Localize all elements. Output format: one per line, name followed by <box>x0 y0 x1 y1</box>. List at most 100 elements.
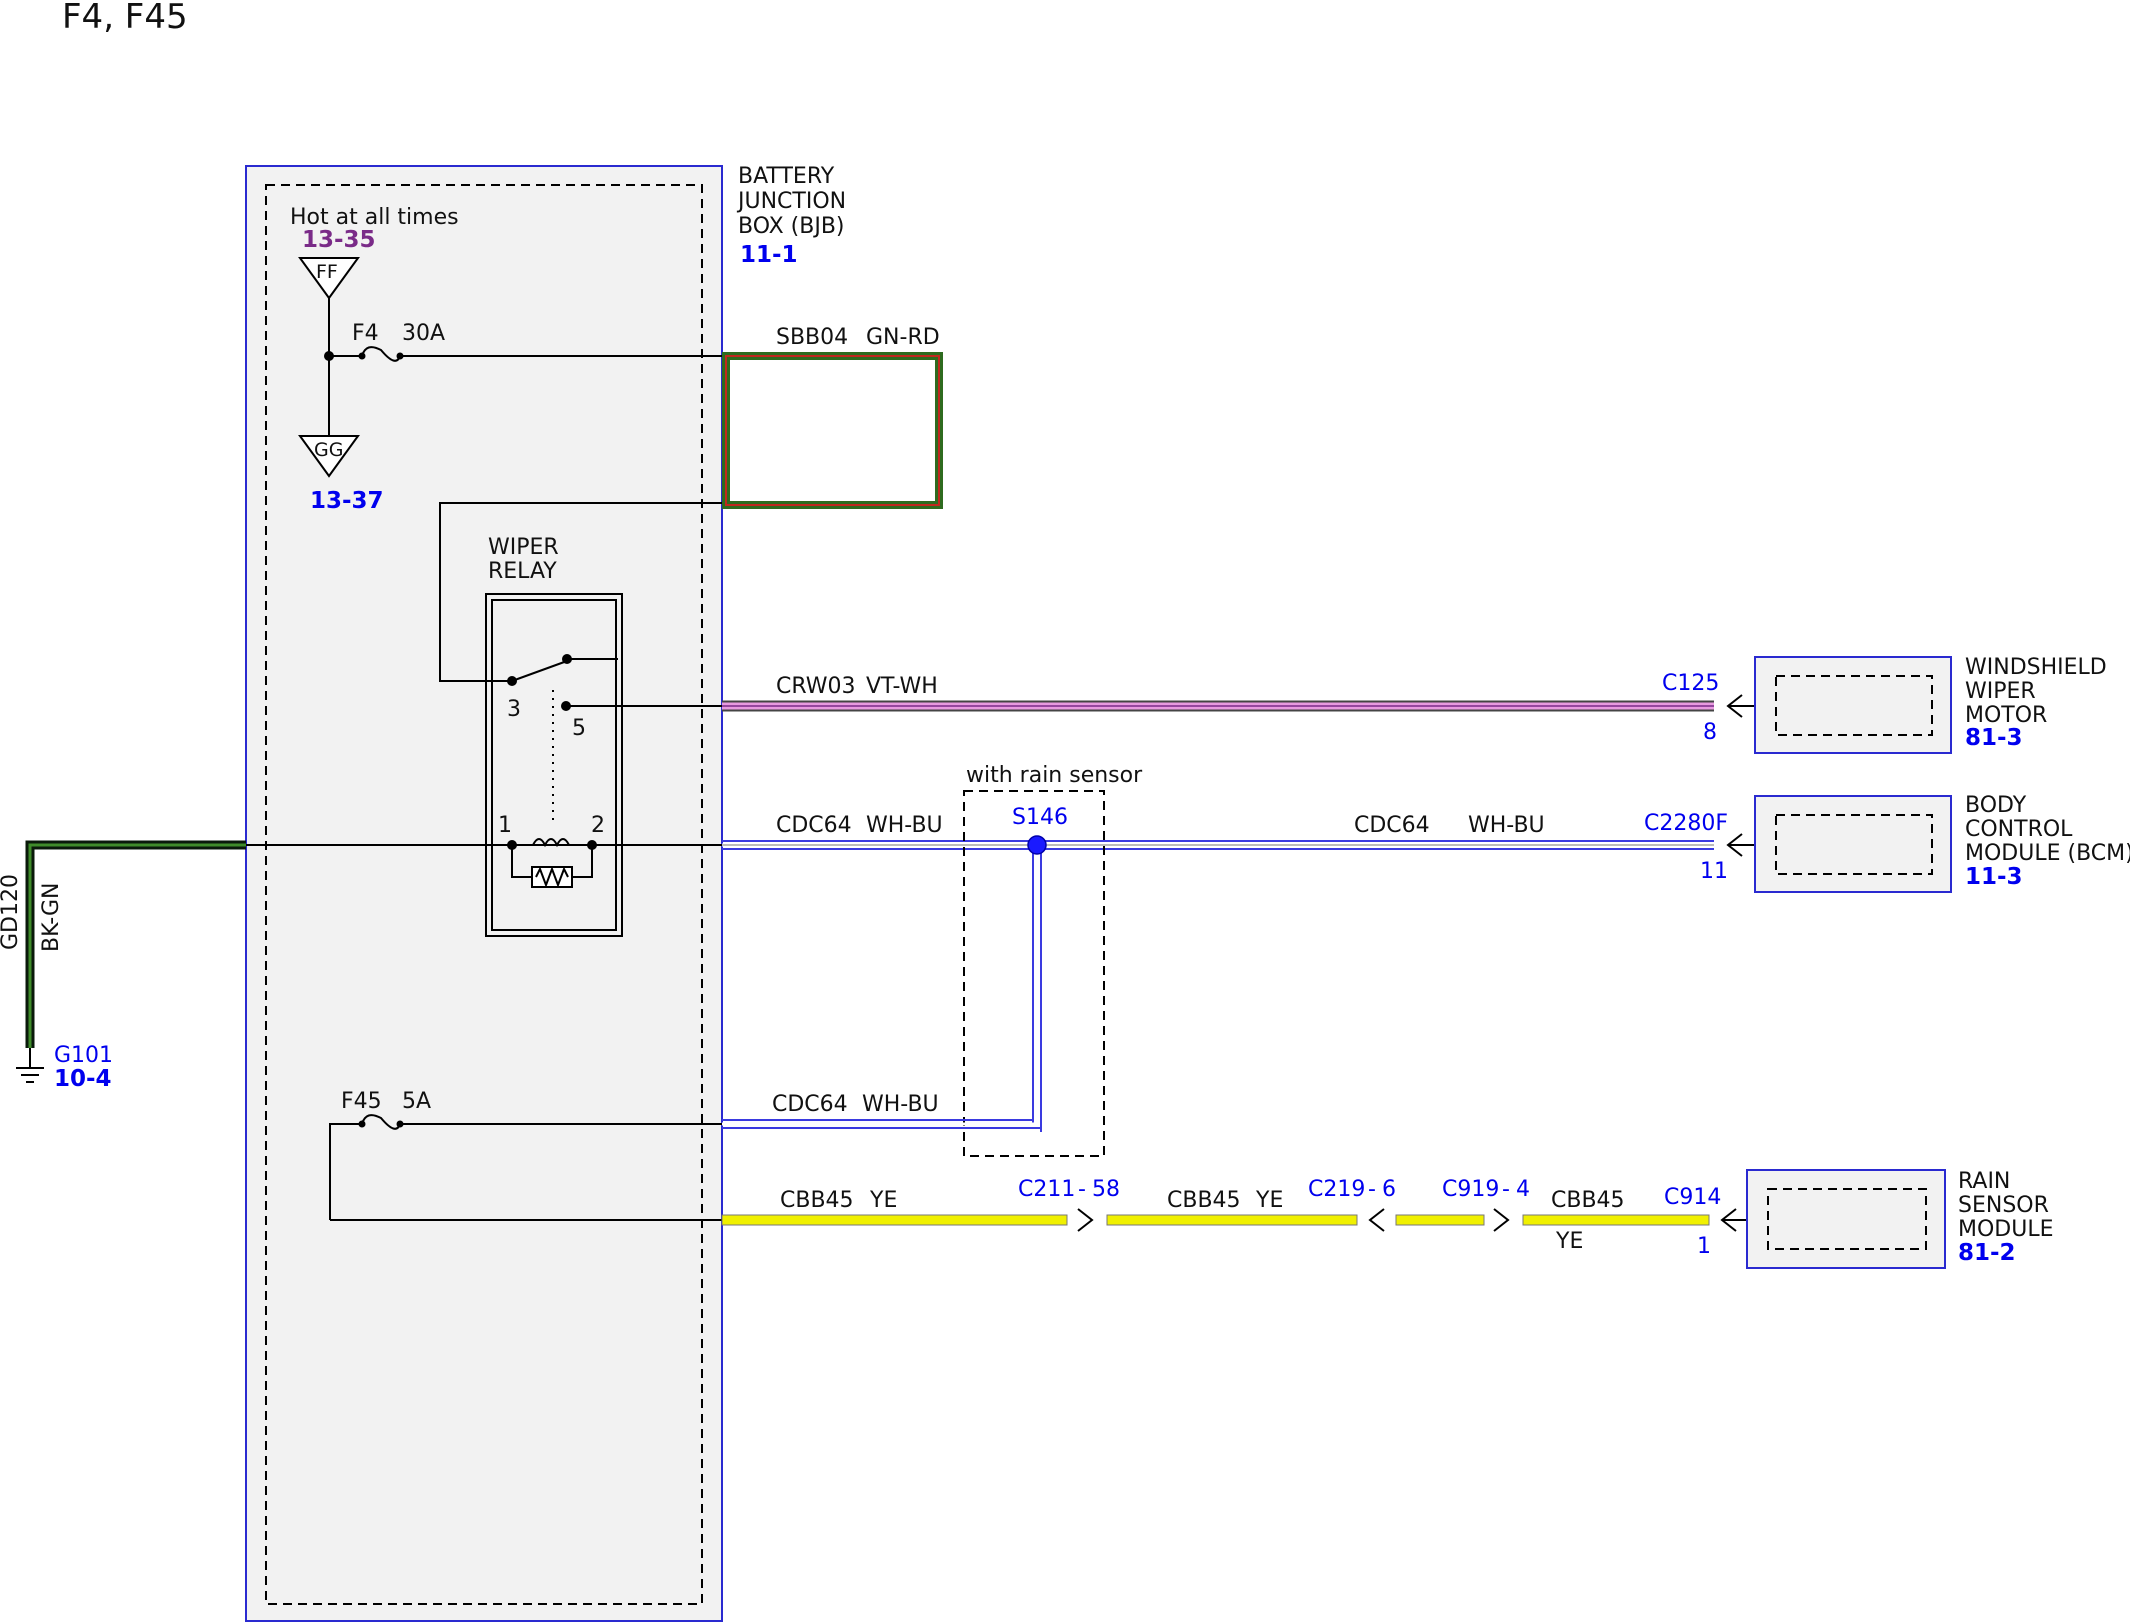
bjb-name-line-2: JUNCTION <box>736 189 846 214</box>
bjb-box <box>245 165 723 1622</box>
rain-sensor-name-line-1: RAIN <box>1958 1169 2010 1194</box>
cdc64-c-color-label: WH-BU <box>862 1092 939 1117</box>
rain-sensor-name-line-3: MODULE <box>1958 1217 2054 1242</box>
c125-connector-name[interactable]: C125 <box>1662 671 1719 696</box>
page-title: F4, F45 <box>62 0 188 37</box>
c219-separator: - <box>1368 1177 1376 1202</box>
wiper-motor-name-line-2: WIPER <box>1965 679 2036 704</box>
bcm-name-line-2: CONTROL <box>1965 817 2073 842</box>
fuse-f45-symbol <box>361 1114 401 1130</box>
cbb45-a-circuit-label: CBB45 <box>780 1188 854 1213</box>
f45-feed-wire <box>329 1123 362 1220</box>
c2280f-connector-name[interactable]: C2280F <box>1644 811 1728 836</box>
c211-connector-chevron <box>1077 1208 1094 1232</box>
relay-pin-1-label: 1 <box>498 813 512 838</box>
cbb45-b-color-label: YE <box>1255 1188 1283 1213</box>
bcm-ref-link[interactable]: 11-3 <box>1965 864 2023 890</box>
cdc64-b-color-label: WH-BU <box>1468 813 1545 838</box>
wiper-motor-name-line-3: MOTOR <box>1965 703 2047 728</box>
rain-sensor-name-line-2: SENSOR <box>1958 1193 2049 1218</box>
c2280f-pin-number: 11 <box>1700 859 1728 884</box>
c219-pin-number: 6 <box>1382 1177 1396 1202</box>
relay-name-line-1: WIPER <box>488 535 559 560</box>
bcm-name-line-3: MODULE (BCM) <box>1965 841 2130 866</box>
cbb45-b-circuit-label: CBB45 <box>1167 1188 1241 1213</box>
c919-separator: - <box>1502 1177 1510 1202</box>
c919-pin-number: 4 <box>1516 1177 1530 1202</box>
bjb-name-line-3: BOX (BJB) <box>738 214 845 239</box>
bjb-inner-dashed-border <box>265 184 703 1605</box>
crw03-circuit-label: CRW03 <box>776 674 856 699</box>
ground-color-label: BK-GN <box>39 883 64 952</box>
rain-option-dashed-box <box>963 790 1105 1157</box>
rain-sensor-inner-dashed <box>1767 1188 1927 1250</box>
c919-connector-chevron <box>1493 1208 1510 1232</box>
cbb45-a-wire <box>721 1214 1068 1226</box>
ff-connector-triangle <box>298 257 360 300</box>
relay-box-outer <box>485 593 623 937</box>
bcm-name-line-1: BODY <box>1965 793 2027 818</box>
cdc64-a-color-label: WH-BU <box>866 813 943 838</box>
cdc64-a-circuit-label: CDC64 <box>776 813 852 838</box>
rain-sensor-box <box>1746 1169 1946 1269</box>
relay-pin-3-label: 3 <box>507 697 521 722</box>
wiper-motor-box <box>1754 656 1952 754</box>
c919-connector-name[interactable]: C919 <box>1442 1177 1499 1202</box>
ground-wire-stripe <box>28 843 246 1048</box>
cbb45-c-wire <box>1522 1214 1710 1226</box>
fuse-f45-rating: 5A <box>402 1089 431 1114</box>
c914-connector-name[interactable]: C914 <box>1664 1185 1721 1210</box>
c914-pin-number: 1 <box>1697 1234 1711 1259</box>
gg-label: GG <box>314 439 343 461</box>
cbb45-a-color-label: YE <box>869 1188 897 1213</box>
ground-ref-link[interactable]: 10-4 <box>54 1066 112 1092</box>
bjb-ref-link[interactable]: 11-1 <box>740 242 798 268</box>
sbb04-circuit-label: SBB04 <box>776 325 848 350</box>
sbb04-wire-loop-outer <box>722 352 943 509</box>
cdc64-b-circuit-label: CDC64 <box>1354 813 1430 838</box>
cbb45-c-color-label: YE <box>1555 1229 1583 1254</box>
fuse-f4-rating: 30A <box>402 321 445 346</box>
rain-sensor-ref-link[interactable]: 81-2 <box>1958 1240 2016 1266</box>
c219-connector-name[interactable]: C219 <box>1308 1177 1365 1202</box>
c219-connector-chevron <box>1368 1208 1385 1232</box>
wiper-motor-ref-link[interactable]: 81-3 <box>1965 725 2023 751</box>
s146-splice-dot <box>1027 835 1047 855</box>
ground-point-label[interactable]: G101 <box>54 1043 113 1068</box>
cbb45-b-wire <box>1106 1214 1358 1226</box>
ff-ref-link[interactable]: 13-35 <box>302 227 376 253</box>
relay-resistor-zigzag <box>535 866 569 888</box>
fuse-f4-name: F4 <box>352 321 379 346</box>
cdc64-c-circuit-label: CDC64 <box>772 1092 848 1117</box>
c211-pin-number: 58 <box>1092 1177 1120 1202</box>
cbb45-bridge-wire <box>1395 1214 1485 1226</box>
ff-label: FF <box>316 261 338 283</box>
cbb45-c-circuit-label: CBB45 <box>1551 1188 1625 1213</box>
fuse-f45-name: F45 <box>341 1089 382 1114</box>
bjb-name-line-1: BATTERY <box>738 164 835 189</box>
relay-name-line-2: RELAY <box>488 559 557 584</box>
s146-splice-label[interactable]: S146 <box>1012 805 1068 830</box>
sbb04-color-label: GN-RD <box>866 325 940 350</box>
crw03-color-label: VT-WH <box>866 674 938 699</box>
sbb04-wire-loop-stripe <box>725 355 940 506</box>
c211-connector-name[interactable]: C211 <box>1018 1177 1075 1202</box>
wiper-motor-name-line-1: WINDSHIELD <box>1965 655 2107 680</box>
fuse-f4-symbol <box>361 346 401 362</box>
relay-switch-arm <box>511 660 568 682</box>
relay-box-inner <box>491 599 617 931</box>
relay-coil-symbol <box>532 838 570 848</box>
hot-at-all-times-label: Hot at all times <box>290 205 459 230</box>
c125-pin-number: 8 <box>1703 720 1717 745</box>
c211-separator: - <box>1078 1177 1086 1202</box>
relay-feed-wire <box>439 502 722 682</box>
rain-option-label: with rain sensor <box>966 763 1143 788</box>
bcm-box <box>1754 795 1952 893</box>
relay-pin-2-label: 2 <box>591 813 605 838</box>
relay-pin-5-label: 5 <box>572 716 586 741</box>
wiper-motor-inner-dashed <box>1775 675 1933 736</box>
gg-ref-link[interactable]: 13-37 <box>310 488 384 514</box>
bcm-inner-dashed <box>1775 814 1933 875</box>
ground-circuit-label: GD120 <box>0 874 23 950</box>
